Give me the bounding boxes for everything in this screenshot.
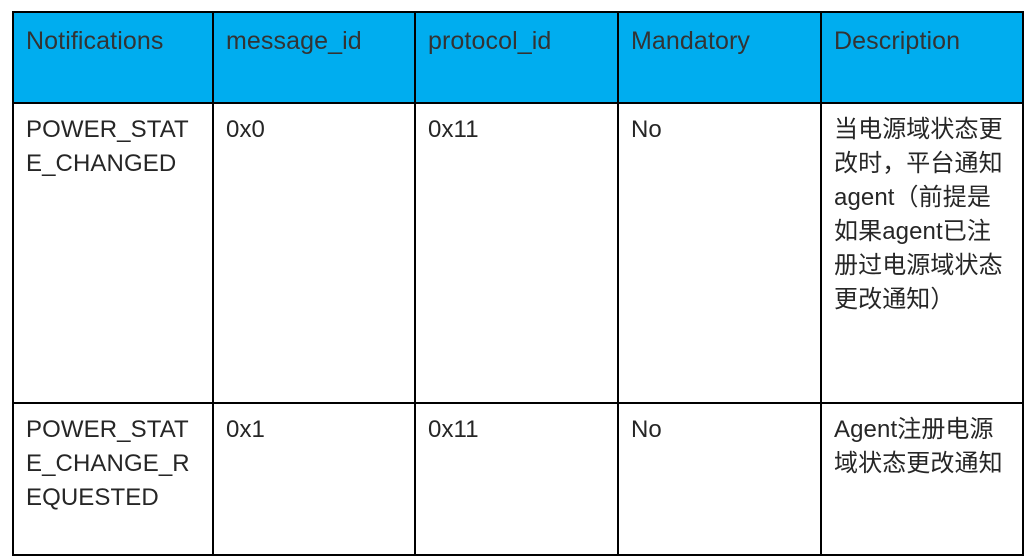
column-header-description: Description <box>820 11 1024 104</box>
table-header: Notifications message_id protocol_id Man… <box>12 11 1024 104</box>
table-row: POWER_STATE_CHANGED 0x0 0x11 No 当电源域状态更改… <box>12 102 1024 404</box>
cell-protocol-id: 0x11 <box>414 102 619 404</box>
table-body: POWER_STATE_CHANGED 0x0 0x11 No 当电源域状态更改… <box>12 102 1024 556</box>
cell-mandatory: No <box>617 402 822 556</box>
column-header-notifications: Notifications <box>12 11 214 104</box>
notifications-spec-table: Notifications message_id protocol_id Man… <box>12 11 1024 556</box>
cell-description: Agent注册电源域状态更改通知 <box>820 402 1024 556</box>
table-row: POWER_STATE_CHANGE_REQUESTED 0x1 0x11 No… <box>12 402 1024 556</box>
cell-protocol-id: 0x11 <box>414 402 619 556</box>
column-header-message-id: message_id <box>212 11 416 104</box>
column-header-mandatory: Mandatory <box>617 11 822 104</box>
cell-mandatory: No <box>617 102 822 404</box>
cell-description: 当电源域状态更改时，平台通知agent（前提是如果agent已注册过电源域状态更… <box>820 102 1024 404</box>
cell-message-id: 0x1 <box>212 402 416 556</box>
cell-notification-name: POWER_STATE_CHANGED <box>12 102 214 404</box>
cell-message-id: 0x0 <box>212 102 416 404</box>
page-canvas: Notifications message_id protocol_id Man… <box>12 11 1024 556</box>
cell-notification-name: POWER_STATE_CHANGE_REQUESTED <box>12 402 214 556</box>
table-header-row: Notifications message_id protocol_id Man… <box>12 11 1024 104</box>
column-header-protocol-id: protocol_id <box>414 11 619 104</box>
